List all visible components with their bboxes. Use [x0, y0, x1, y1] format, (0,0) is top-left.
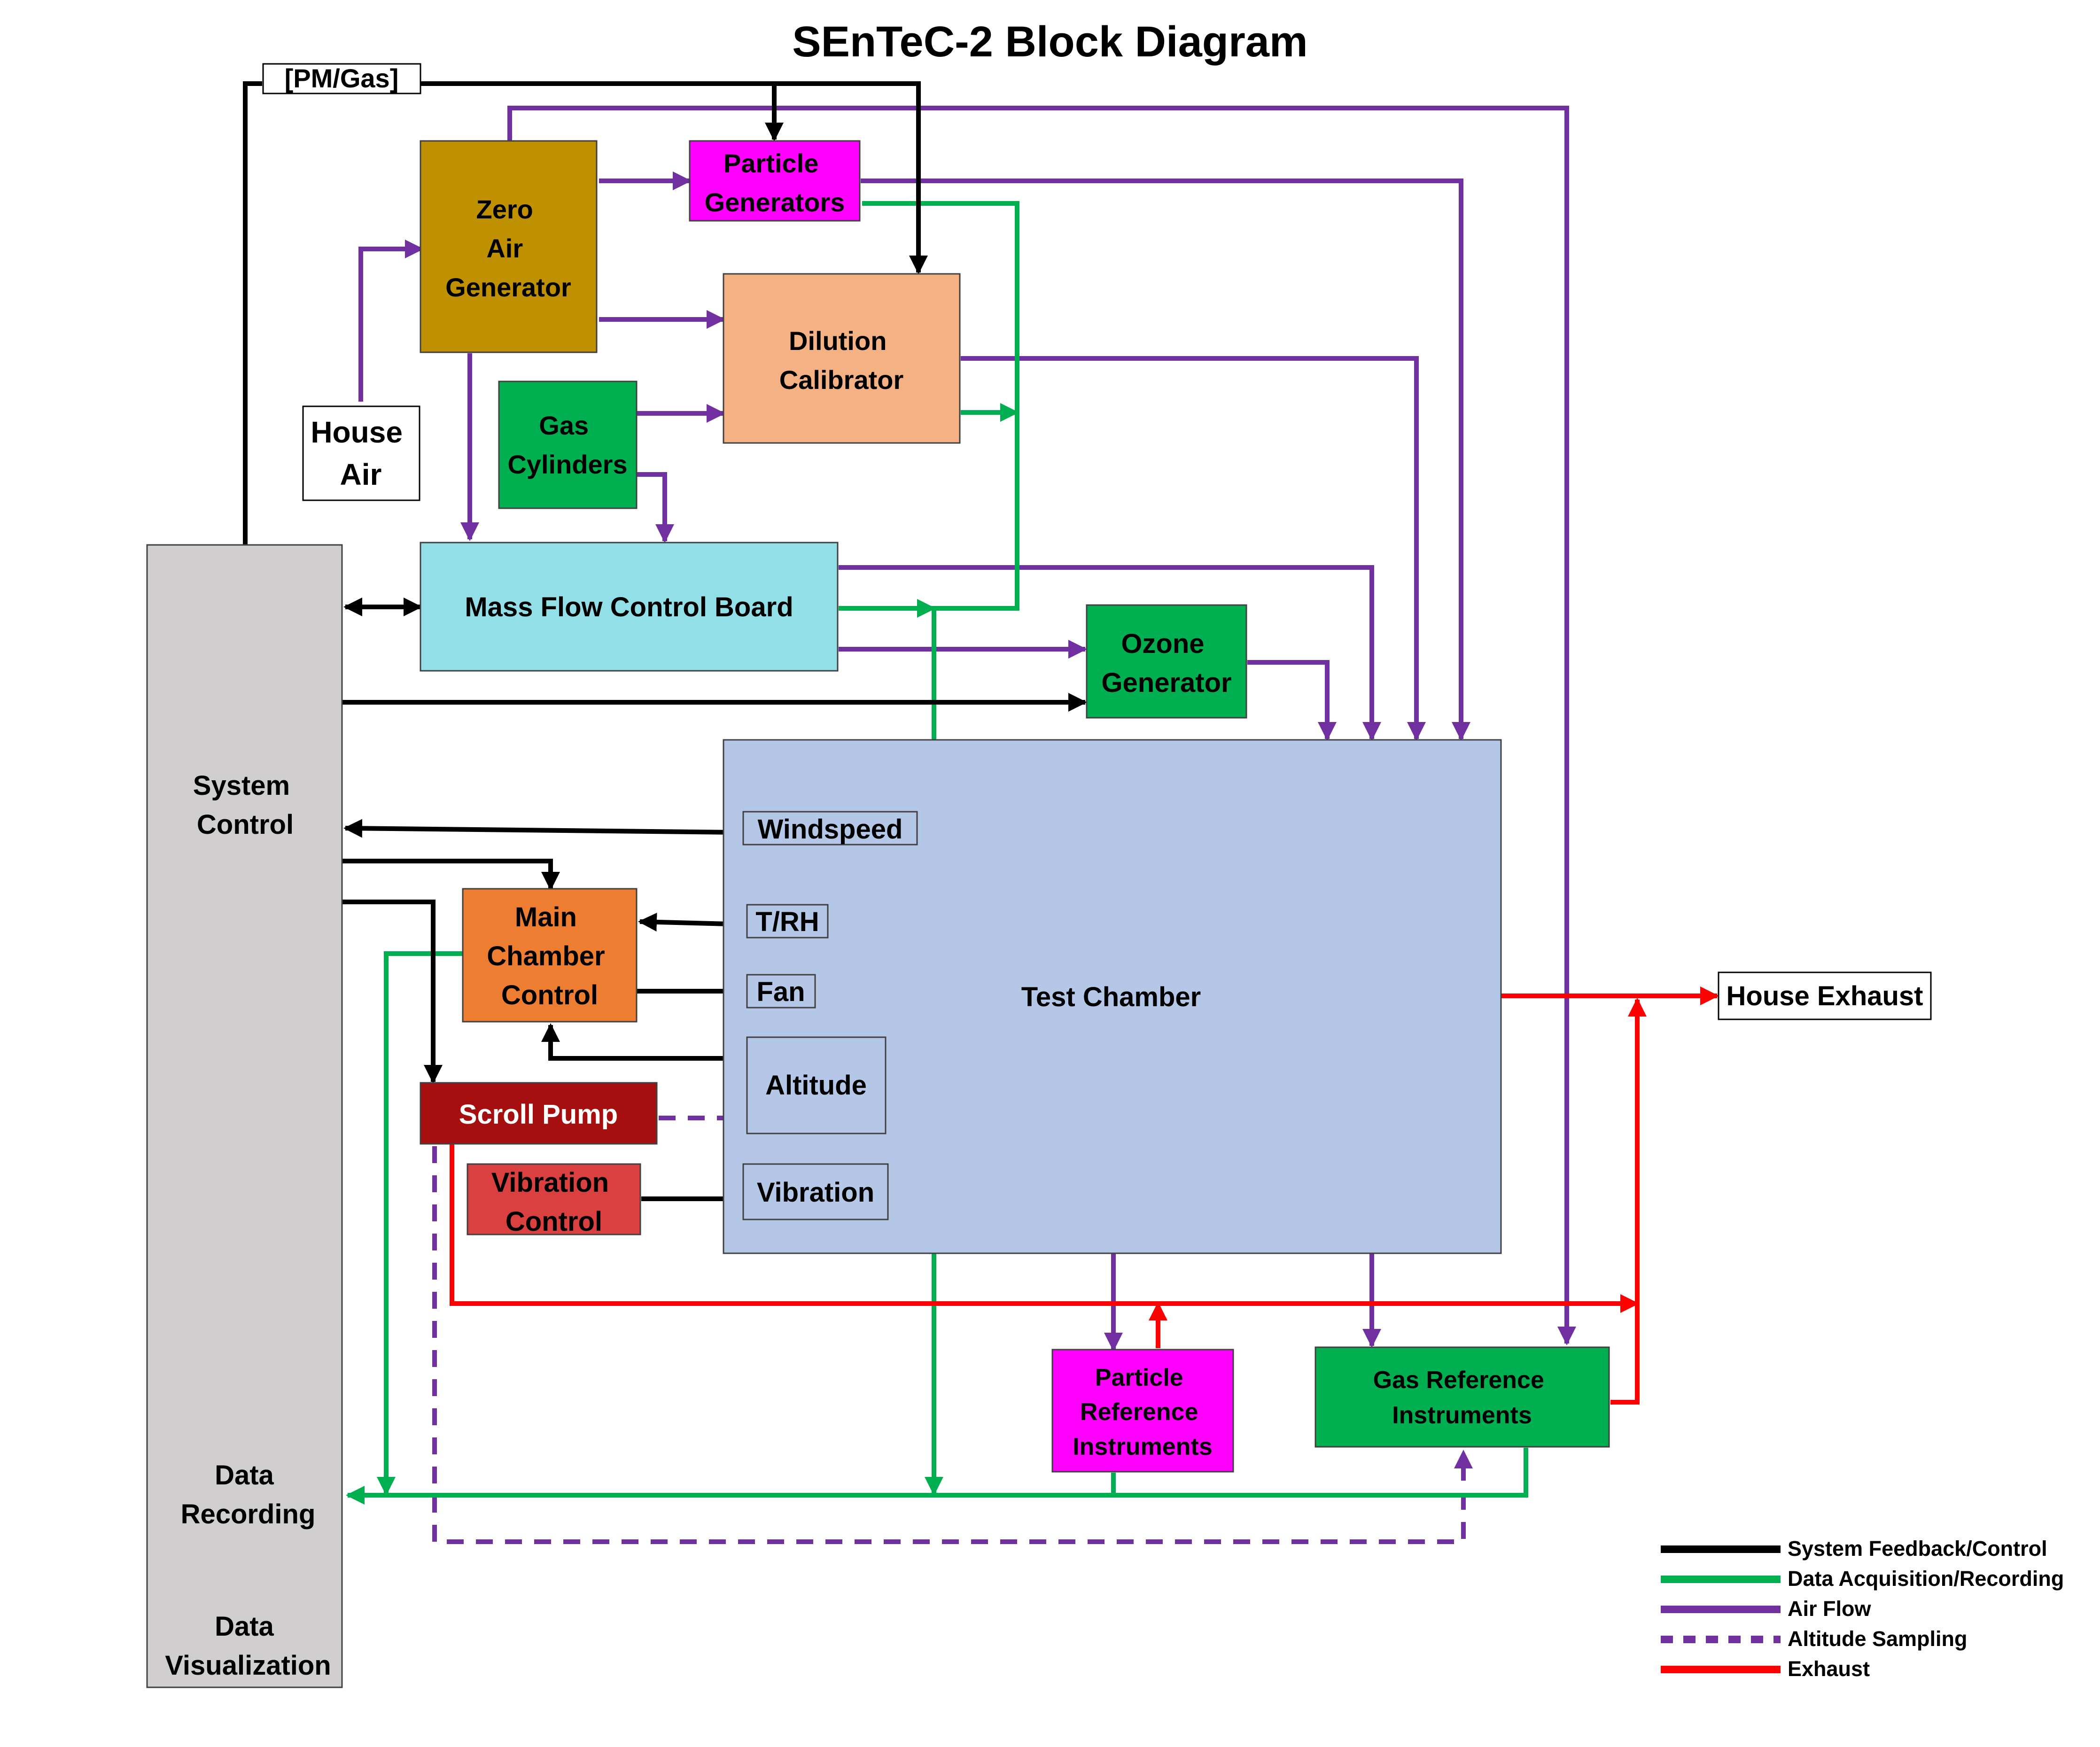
vibration-control: Vibration Control — [467, 1163, 641, 1237]
gas-cylinders-label: Gas Cylinders — [507, 411, 627, 479]
gas-reference-label: Gas Reference Instruments — [1373, 1367, 1551, 1429]
mass-flow-control-board: Mass Flow Control Board — [420, 542, 839, 672]
control-lines — [243, 81, 1087, 1208]
system-control-panel: System Control Data Recording Data Visua… — [146, 544, 343, 1688]
particle-reference-label: Particle Reference Instruments — [1073, 1364, 1213, 1460]
trh-sensor: T/RH — [746, 904, 829, 939]
trh-label: T/RH — [755, 907, 819, 937]
zero-air-generator: Zero Air Generator — [420, 140, 598, 353]
legend-label-air: Air Flow — [1788, 1597, 1871, 1621]
ozone-generator: Ozone Generator — [1086, 604, 1247, 719]
legend-label-exhaust: Exhaust — [1788, 1657, 1870, 1681]
test-chamber-label: Test Chamber — [1021, 982, 1201, 1012]
altitude-sensor: Altitude — [746, 1036, 887, 1134]
vibration-label: Vibration — [757, 1177, 874, 1208]
data-recording-label: Data Recording — [181, 1460, 316, 1530]
scroll-pump-label: Scroll Pump — [459, 1099, 618, 1130]
ozone-generator-label: Ozone Generator — [1101, 629, 1231, 698]
legend-label-altitude: Altitude Sampling — [1788, 1627, 1968, 1651]
vibration-sensor: Vibration — [742, 1163, 889, 1220]
vibration-control-label: Vibration Control — [491, 1167, 616, 1237]
fan-sensor: Fan — [746, 974, 816, 1009]
legend-label-data: Data Acquisition/Recording — [1788, 1567, 2064, 1591]
house-exhaust-label: House Exhaust — [1727, 981, 1923, 1011]
pm-gas-label: [PM/Gas] — [285, 63, 399, 93]
dilution-calibrator-label: Dilution Calibrator — [779, 326, 904, 395]
particle-reference-instruments: Particle Reference Instruments — [1051, 1349, 1234, 1473]
house-air-label: House Air — [311, 415, 411, 491]
pm-gas-block: [PM/Gas] — [262, 63, 421, 94]
legend: System Feedback/Control Data Acquisition… — [1661, 1537, 2064, 1681]
gas-cylinders: Gas Cylinders — [498, 380, 638, 509]
legend-label-control: System Feedback/Control — [1788, 1537, 2047, 1561]
house-air: House Air — [302, 405, 420, 501]
fan-label: Fan — [756, 977, 805, 1007]
zero-air-label: Zero Air Generator — [445, 194, 571, 302]
gas-reference-instruments: Gas Reference Instruments — [1314, 1346, 1610, 1448]
scroll-pump: Scroll Pump — [420, 1082, 658, 1145]
system-control-label: System Control — [193, 770, 297, 840]
diagram-title: SEnTeC-2 Block Diagram — [792, 18, 1308, 66]
main-chamber-control: Main Chamber Control — [462, 888, 638, 1023]
altitude-label: Altitude — [765, 1070, 867, 1101]
data-visualization-label: Data Visualization — [165, 1611, 331, 1681]
mass-flow-label: Mass Flow Control Board — [465, 592, 793, 622]
windspeed-label: Windspeed — [758, 814, 903, 845]
particle-generators-label: Particle Generators — [705, 148, 845, 217]
exhaust-lines — [450, 986, 1719, 1405]
dilution-calibrator: Dilution Calibrator — [723, 273, 961, 444]
house-exhaust: House Exhaust — [1718, 971, 1932, 1020]
particle-generators: Particle Generators — [689, 140, 861, 222]
main-chamber-label: Main Chamber Control — [487, 902, 613, 1010]
windspeed-sensor: Windspeed — [742, 811, 918, 846]
